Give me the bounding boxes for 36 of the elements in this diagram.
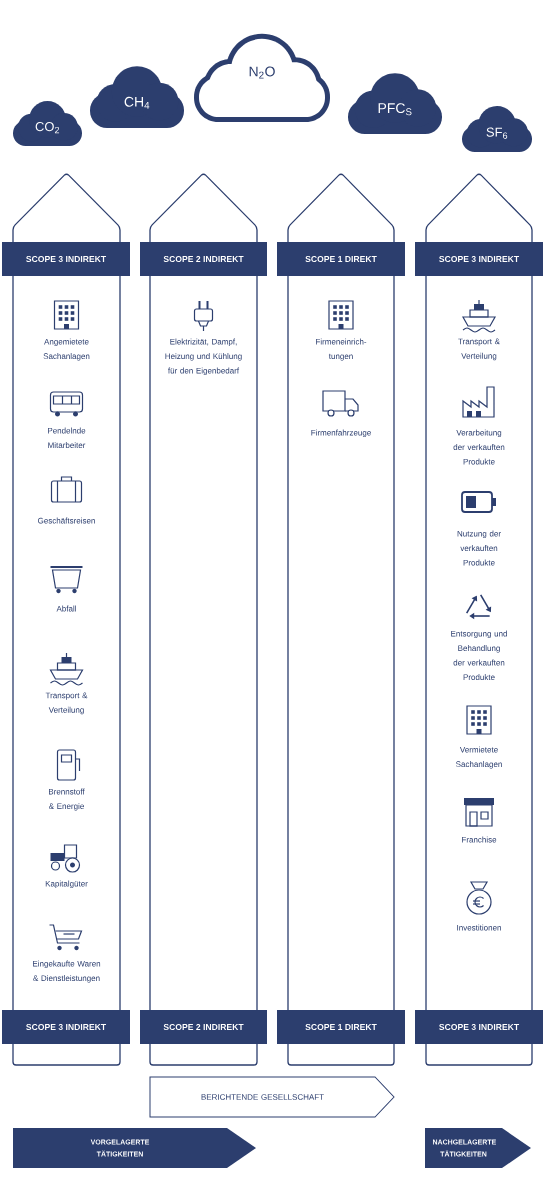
cloud: N$_{2}$O — [194, 33, 330, 122]
cloud: CO$_{2}$ — [13, 100, 82, 146]
item-label: Abfall — [56, 605, 76, 612]
scope-banner: SCOPE 2 INDIREKT — [140, 242, 267, 276]
cloud: PFC$_{S}$ — [348, 73, 442, 134]
item-label: Transport & Verteilung — [458, 338, 500, 361]
item-label: Franchise — [462, 836, 497, 843]
item-label: Firmeneinrich- tungen — [316, 338, 367, 361]
item-label: Geschäftsreisen — [38, 517, 95, 524]
item-label: Transport & Verteilung — [45, 692, 88, 715]
pointed-panel — [425, 173, 533, 1066]
item-label: Angemietete Sachanlagen — [43, 338, 90, 361]
item-label: Entsorgung und Behandlung der verkauften Produkte — [451, 630, 507, 680]
item-label: Elektrizität, Dampf, Heizung und Kühlung für den Eigenbedarf — [165, 338, 242, 376]
item-label: Firmenfahrzeuge — [311, 429, 371, 438]
item-label: Eingekaufte Waren & Dienstleistungen — [33, 960, 101, 983]
item-label: Investitionen — [457, 924, 501, 931]
scope-banner: SCOPE 3 INDIREKT — [2, 1010, 130, 1044]
item-label: Kapitalgüter — [45, 880, 88, 889]
pointed-panel — [287, 173, 395, 1066]
item-label: Brennstoff & Energie — [49, 788, 85, 811]
item-label: Nutzung der verkauften Produkte — [457, 530, 501, 566]
item-label: Vermietete Sachanlagen — [456, 746, 502, 769]
cloud: CH$_{4}$ — [90, 66, 184, 128]
scope-banner: SCOPE 1 DIREKT — [277, 242, 405, 276]
scope-banner: SCOPE 2 INDIREKT — [140, 1010, 267, 1044]
pointed-panel — [12, 173, 121, 1066]
item-label: Verarbeitung der verkauften Produkte — [453, 429, 505, 465]
pointed-panel — [149, 173, 258, 1066]
scope-banner: SCOPE 3 INDIREKT — [415, 242, 543, 276]
arrow-banner: BERICHTENDE GESELLSCHAFT — [149, 1076, 395, 1118]
item-label: Pendelnde Mitarbeiter — [48, 427, 86, 448]
scope-banner: SCOPE 1 DIREKT — [277, 1010, 405, 1044]
scope-banner: SCOPE 3 INDIREKT — [415, 1010, 543, 1044]
cloud: SF$_{6}$ — [462, 105, 532, 152]
scope-banner: SCOPE 3 INDIREKT — [2, 242, 130, 276]
